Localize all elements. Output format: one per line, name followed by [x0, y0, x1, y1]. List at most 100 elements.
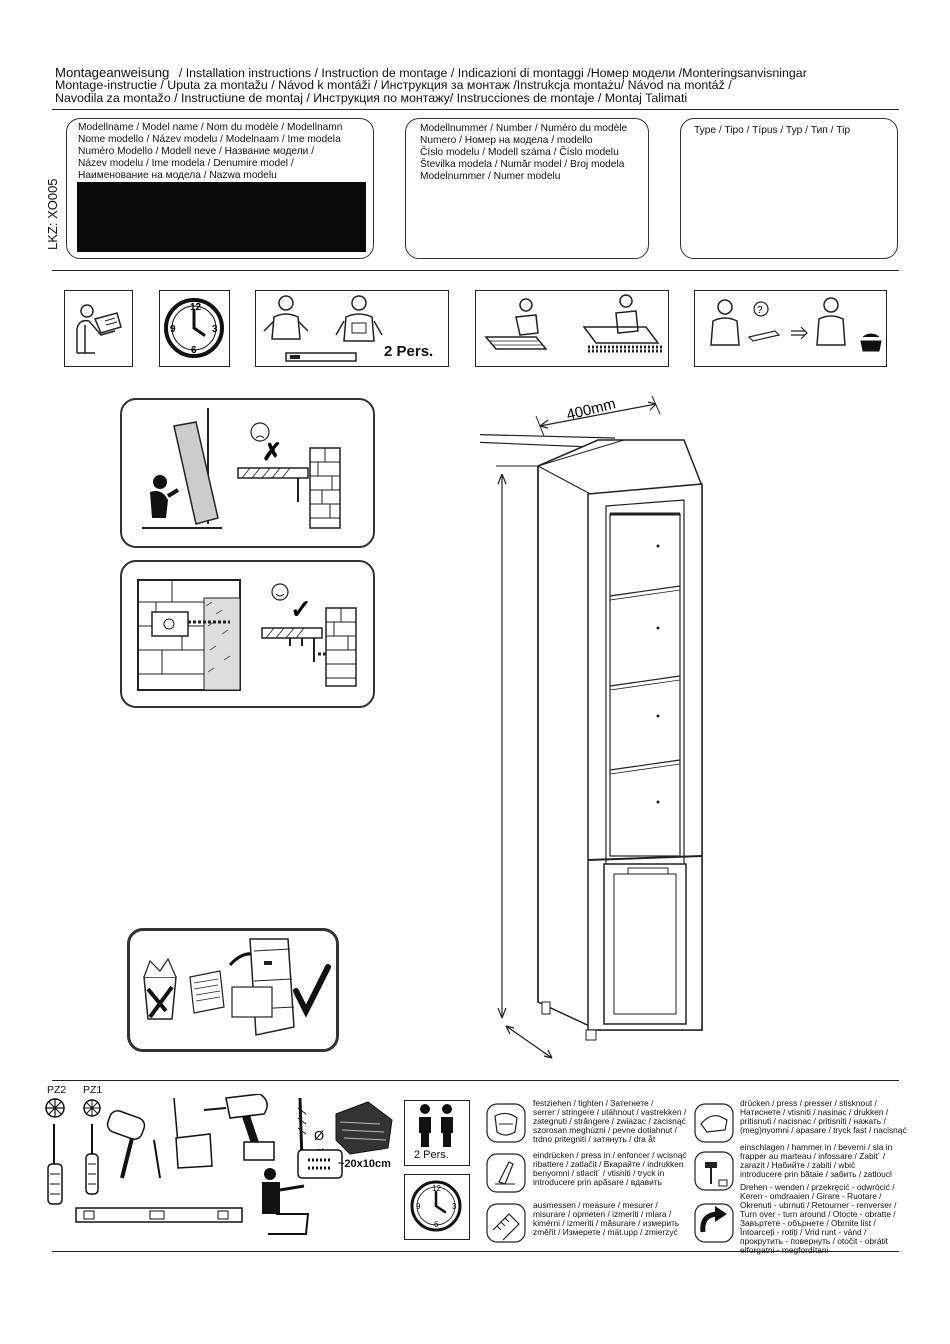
model-number-line: Číslo modelu / Modell száma / Číslo mode… [420, 147, 619, 158]
legend-line: Завъртете - обърнете / Obrnite list / [740, 1218, 876, 1228]
leader-line [480, 441, 616, 449]
wall-anchor-icon: ✓ [137, 579, 357, 691]
legend-line: zarazit / Набийте / zabiti / wbić [740, 1160, 856, 1170]
turn-over-icon [694, 1203, 734, 1243]
model-number-line: Modelnummer / Numer modelu [420, 171, 561, 182]
svg-text:9: 9 [170, 324, 176, 335]
pz2-label: PZ2 [47, 1084, 67, 1096]
diameter-icon: Ø [314, 1128, 324, 1143]
legend-line: ribattere / zatlačit / Вкарайте / indruk… [533, 1159, 684, 1169]
footer-divider [52, 1251, 899, 1252]
legend-line: Întoarceți - rotiți / Vrid runt - vänd / [740, 1227, 867, 1237]
person-at-desk-icon [262, 1149, 343, 1235]
wood-block-icon [335, 1101, 393, 1155]
legend-line: kimérni / izmeriti / măsurare / измерить [533, 1218, 680, 1228]
header-line-3: Navodila za montažo / Instructiune de mo… [55, 91, 688, 105]
model-name-box: Modellname / Model name / Nom du modèle … [66, 118, 374, 259]
help-call-pictogram: ? [694, 290, 887, 367]
wall-mount-right-panel: ✓ [120, 560, 375, 708]
two-workers-icon [263, 295, 383, 362]
svg-text:12: 12 [190, 302, 202, 313]
read-manual-pictogram [64, 290, 133, 367]
svg-text:12: 12 [432, 1184, 441, 1193]
header-line-2: Montage-instructie / Uputa za montažu / … [55, 78, 732, 92]
legend-line: festziehen / tighten / Затегнете / [533, 1098, 654, 1108]
legend-line: прокрутить - повернуть / otočit - obráti… [740, 1236, 889, 1246]
model-name-line: Nome modello / Název modelu / Modelnaam … [78, 134, 341, 145]
legend-line: eindrücken / press in / enfoncer / wcisn… [533, 1150, 687, 1160]
model-name-line: Наименование на модела / Nazwa modelu [78, 170, 277, 181]
legend-line: szorosan meghúzni / pevne dotiahnut / [533, 1125, 677, 1135]
legend-line: Drehen - wenden / przekręcić - odwrócić … [740, 1182, 895, 1192]
two-persons-pictogram: 2 Pers. [255, 290, 449, 367]
model-name-redaction [77, 182, 366, 252]
svg-text:3: 3 [212, 324, 218, 335]
legend-line: introducere prin apăsare / вдавить [533, 1177, 662, 1187]
confused-call-icon: ? [710, 297, 882, 352]
screwdriver-pz2-icon [47, 1124, 63, 1205]
two-persons-small-label: 2 Pers. [414, 1149, 449, 1161]
svg-text:6: 6 [434, 1220, 439, 1229]
pz2-bit-icon [45, 1098, 65, 1118]
bottom-dimension-line [505, 1025, 553, 1059]
pz1-bit-icon [83, 1099, 101, 1117]
model-number-line: Številka modela / Număr model / Broj mod… [420, 159, 625, 170]
shelf [609, 585, 681, 771]
legend-line: trdno pritegniti / затянуть / dra åt [533, 1134, 656, 1144]
leader-line [480, 434, 616, 439]
nail-icon [153, 1139, 161, 1179]
legend-line: misurare / opmeten / izmeriti / mlara / [533, 1209, 672, 1219]
door-handle [627, 867, 669, 875]
cabinet-tipping-icon: ✗ [142, 408, 341, 529]
legend-line: einschlagen / hammer in / beverni / sla … [740, 1142, 893, 1152]
model-number-line: Numero / Номер на модела / modello [420, 135, 593, 146]
workers-unpacking-icon [484, 294, 662, 353]
check-icon [293, 964, 331, 1018]
legend-line: zategnuti / strângere / zwiazac / zacisn… [533, 1116, 686, 1126]
tools-divider [52, 1080, 899, 1081]
wood-size-label: ~20x10cm [338, 1158, 391, 1170]
header-title: Montageanweisung [55, 65, 170, 80]
legend-line: elforgatni - megfordítani [740, 1245, 829, 1255]
person-reading-icon [76, 304, 122, 354]
tools-illustration: Ø Ø [45, 1094, 393, 1235]
time-pictogram: 12 3 6 9 [159, 290, 230, 367]
model-name-line: Název modelu / Ime modela / Denumire mod… [78, 158, 294, 169]
cross-icon: ✗ [262, 439, 282, 466]
model-number-box: Modellnummer / Number / Numéro du modèle… [405, 118, 649, 259]
legend-line: serrer / stringere / utáhnout / vastrekk… [533, 1107, 687, 1117]
happy-face-icon [271, 583, 289, 601]
tighten-icon [486, 1103, 526, 1143]
sad-face-icon [250, 422, 270, 442]
unpack-floor-pictogram [475, 290, 669, 367]
model-name-line: Numéro Modello / Modell neve / Название … [78, 146, 315, 157]
hammer-in-icon [694, 1151, 734, 1191]
legend-line: ausmessen / measure / mesurer / [533, 1200, 658, 1210]
header-languages: / Installation instructions / Instructio… [178, 66, 807, 80]
legend-line: Turn over - turn around / Otocte - obrat… [740, 1209, 896, 1219]
header-line-1: Montageanweisung / Installation instruct… [55, 66, 807, 80]
depth-dimension-line [539, 403, 657, 427]
type-label: Type / Tipo / Típus / Typ / Тип / Tip [694, 125, 851, 136]
clock-small-icon: 12 3 6 9 [410, 1180, 462, 1232]
legend-line: introducere prin bătaie / забить / zatlo… [740, 1169, 892, 1179]
drill-icon [203, 1094, 275, 1161]
svg-text:3: 3 [452, 1202, 457, 1211]
legend-line: frapper au marteau / infossare / Zabit´ … [740, 1151, 886, 1161]
screwdriver-pz1-icon [85, 1124, 99, 1195]
press-hand-icon [694, 1103, 734, 1143]
recycle-folder-icon [143, 938, 331, 1036]
depth-label: 400mm [565, 395, 618, 424]
two-persons-icon [419, 1104, 453, 1147]
product-code: LKZ: XO005 [45, 178, 60, 250]
spirit-level-icon [75, 1207, 243, 1223]
check-icon: ✓ [290, 594, 312, 624]
svg-text:?: ? [757, 305, 763, 316]
press-in-icon [486, 1153, 526, 1193]
clock-icon: 12 3 6 9 [164, 298, 224, 358]
legend-line: benyomni / stlacit´ / vtisniti / tryck i… [533, 1168, 665, 1178]
cabinet-drawing: 400mm [480, 395, 703, 1059]
measure-icon [486, 1203, 526, 1243]
svg-text:6: 6 [191, 345, 197, 356]
svg-text:9: 9 [416, 1202, 421, 1211]
